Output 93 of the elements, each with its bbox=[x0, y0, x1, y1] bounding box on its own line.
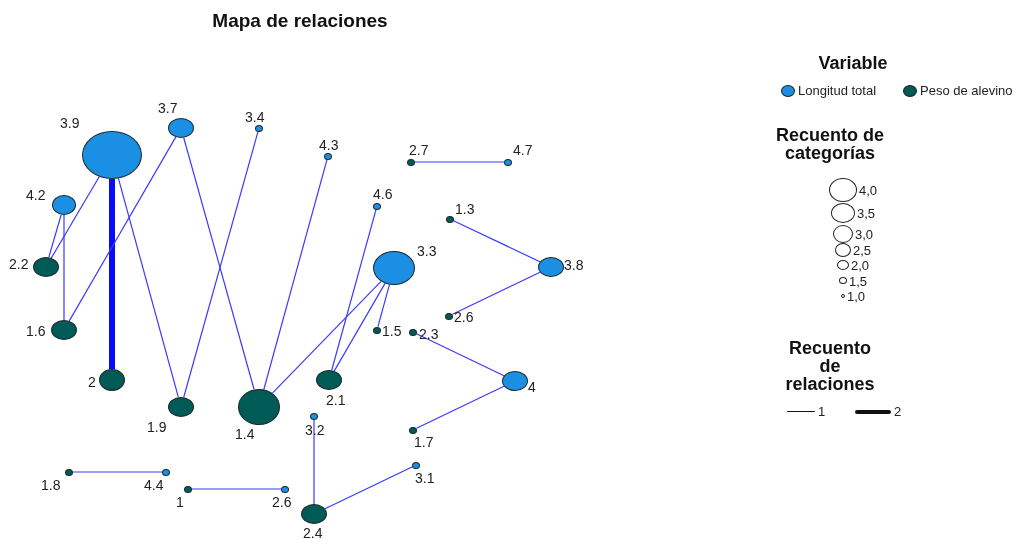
relation-line bbox=[415, 385, 505, 429]
relation-line bbox=[415, 333, 505, 377]
relation-line bbox=[109, 179, 115, 369]
relation-line bbox=[72, 471, 163, 473]
category-bubble bbox=[445, 312, 453, 320]
value-label: 4.7 bbox=[513, 143, 533, 157]
category-bubble bbox=[409, 328, 417, 336]
value-label: 4 bbox=[528, 380, 536, 394]
relation-line bbox=[313, 418, 315, 505]
category-bubble bbox=[310, 412, 318, 420]
relation-line bbox=[452, 220, 541, 263]
value-label: 2.6 bbox=[272, 495, 292, 509]
value-label: 1.5 bbox=[382, 324, 402, 338]
category-bubble bbox=[538, 257, 564, 277]
category-bubble bbox=[99, 369, 125, 391]
legend-heading: Recuento de relaciones bbox=[784, 339, 876, 393]
category-bubble bbox=[52, 195, 76, 215]
legend-text: Longitud total bbox=[798, 83, 877, 98]
value-label: 2.4 bbox=[303, 526, 323, 539]
relation-line bbox=[324, 466, 414, 510]
category-bubble bbox=[504, 158, 512, 166]
value-label: 2.1 bbox=[326, 393, 346, 407]
category-bubble bbox=[316, 370, 342, 390]
value-label: 1.7 bbox=[414, 435, 434, 449]
category-bubble bbox=[51, 320, 77, 340]
category-bubble bbox=[82, 131, 142, 179]
category-bubble bbox=[33, 257, 59, 277]
category-bubble bbox=[373, 326, 381, 334]
category-bubble bbox=[502, 371, 528, 391]
legend-text: Peso de alevino bbox=[920, 83, 1013, 98]
relation-line bbox=[263, 158, 328, 391]
relation-line bbox=[414, 161, 505, 163]
legend-text: 2,5 bbox=[853, 243, 872, 258]
category-bubble bbox=[184, 485, 192, 493]
category-bubble bbox=[409, 426, 417, 434]
relation-line bbox=[117, 177, 179, 398]
value-label: 3.4 bbox=[245, 110, 265, 124]
relation-line bbox=[50, 176, 100, 259]
value-label: 3.3 bbox=[417, 244, 437, 258]
relation-line bbox=[331, 208, 377, 371]
relation-line bbox=[377, 284, 391, 328]
category-bubble bbox=[238, 389, 280, 425]
value-label: 3.8 bbox=[564, 258, 584, 272]
legend-heading: Recuento de categorías bbox=[775, 126, 885, 162]
value-label: 4.2 bbox=[26, 188, 46, 202]
category-bubble bbox=[255, 124, 263, 132]
category-bubble bbox=[168, 397, 194, 417]
value-label: 1.6 bbox=[26, 324, 46, 338]
value-label: 1.4 bbox=[235, 427, 255, 441]
chart-title: Mapa de relaciones bbox=[211, 10, 389, 32]
value-label: 2.2 bbox=[9, 257, 29, 271]
value-label: 1.9 bbox=[147, 420, 167, 434]
relation-line bbox=[271, 280, 382, 394]
value-label: 2 bbox=[88, 375, 96, 389]
value-label: 1.8 bbox=[41, 478, 61, 492]
relation-line bbox=[191, 488, 282, 490]
legend-text: 1 bbox=[818, 404, 826, 419]
category-bubble bbox=[301, 504, 327, 524]
legend-heading: Variable bbox=[817, 54, 889, 72]
value-label: 1.3 bbox=[455, 202, 475, 216]
category-bubble bbox=[373, 202, 381, 210]
category-bubble bbox=[324, 152, 332, 160]
value-label: 4.4 bbox=[144, 478, 164, 492]
category-bubble bbox=[407, 158, 415, 166]
relation-line bbox=[68, 136, 177, 322]
category-bubble bbox=[65, 468, 73, 476]
category-bubble bbox=[412, 461, 420, 469]
relation-line bbox=[451, 271, 541, 315]
legend-text: 2,0 bbox=[851, 258, 870, 273]
value-label: 3.9 bbox=[60, 116, 80, 130]
legend-text: 1,5 bbox=[849, 273, 868, 289]
category-bubble bbox=[281, 485, 289, 493]
value-label: 4.3 bbox=[319, 138, 339, 152]
category-bubble bbox=[162, 468, 170, 476]
value-label: 2.3 bbox=[419, 327, 439, 341]
legend-text: 2 bbox=[894, 404, 902, 419]
relation-line bbox=[48, 214, 62, 258]
legend-text: 3,5 bbox=[857, 206, 876, 221]
value-label: 3.7 bbox=[158, 101, 178, 115]
value-label: 4.6 bbox=[373, 187, 393, 201]
value-label: 2.6 bbox=[454, 310, 474, 324]
relation-line bbox=[333, 282, 386, 372]
value-label: 3.1 bbox=[415, 471, 435, 485]
category-bubble bbox=[168, 118, 194, 138]
value-label: 3.2 bbox=[305, 423, 325, 437]
legend-text: 4,0 bbox=[859, 183, 878, 198]
value-label: 2.7 bbox=[409, 143, 429, 157]
legend-text: 1,0 bbox=[847, 289, 866, 304]
relation-line bbox=[63, 214, 65, 321]
value-label: 1 bbox=[176, 495, 184, 509]
category-bubble bbox=[373, 251, 415, 285]
legend-text: 3,0 bbox=[855, 227, 874, 242]
category-bubble bbox=[446, 215, 454, 223]
